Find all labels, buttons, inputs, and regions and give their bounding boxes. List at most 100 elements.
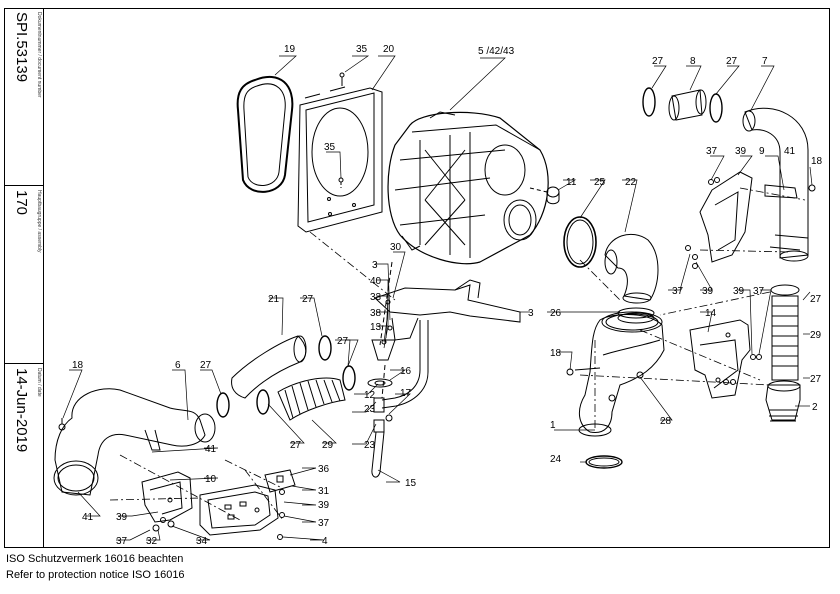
- part-12-washer: [367, 378, 393, 388]
- callout-1: 1: [550, 420, 556, 431]
- callout-23-upper: 23: [364, 404, 376, 415]
- callout-39-lower: 39: [318, 500, 330, 511]
- callout-27-right-lower: 27: [810, 374, 822, 385]
- document-number-cell: Dokumentnummer / document number SPI.531…: [4, 8, 44, 186]
- callout-2: 2: [812, 402, 818, 413]
- callout-29-left: 29: [322, 440, 334, 451]
- part-8-sleeve: [668, 89, 707, 121]
- drawing-frame: [4, 8, 830, 548]
- callout-7: 7: [762, 56, 768, 67]
- callout-39-left: 39: [116, 512, 128, 523]
- title-block: Dokumentnummer / document number SPI.531…: [4, 8, 44, 548]
- part-16-funnel: [371, 339, 396, 361]
- callout-numbers: 19 35 20 5 /42/43 35 27 8 27 7 37 39 9 4…: [72, 44, 823, 547]
- part-14-bracket: [689, 319, 751, 399]
- part-4-mounting-plate: [199, 484, 279, 536]
- callout-41-upper: 41: [784, 146, 796, 157]
- callout-34: 34: [196, 536, 208, 547]
- callout-5-42-43: 5 /42/43: [478, 46, 515, 57]
- part-21-hose: [231, 335, 307, 399]
- callout-10: 10: [205, 474, 217, 485]
- callout-18-left: 18: [72, 360, 84, 371]
- callout-13: 13: [370, 322, 382, 333]
- protection-notice-english: Refer to protection notice ISO 16016: [6, 569, 185, 581]
- assembly-center-lines: [109, 187, 806, 521]
- callout-33: 33: [370, 292, 382, 303]
- part-7-intake-pipe: [742, 107, 809, 262]
- callout-37-left: 37: [116, 536, 128, 547]
- callout-40: 40: [370, 276, 382, 287]
- callout-41-mid: 41: [205, 444, 217, 455]
- callout-27-hose-b: 27: [337, 336, 349, 347]
- callout-29-right: 29: [810, 330, 822, 341]
- part-5-air-filter-housing: [387, 111, 549, 265]
- part-36-plate: [264, 469, 296, 493]
- part-17-screw: [385, 414, 393, 422]
- part-23-clips: [373, 397, 385, 433]
- part-6-intake-elbow: [53, 388, 216, 496]
- callout-19: 19: [284, 44, 296, 55]
- part-29-bellows-left: [277, 377, 346, 421]
- callout-22: 22: [625, 177, 637, 188]
- callout-26: 26: [550, 308, 562, 319]
- assembly-cell: Hauptbaugruppe / assembly 170: [4, 186, 44, 364]
- callout-28: 28: [660, 416, 672, 427]
- callout-35-mid: 35: [324, 142, 336, 153]
- callout-37-mid: 37: [672, 286, 684, 297]
- callout-16: 16: [400, 366, 412, 377]
- callout-30: 30: [390, 242, 402, 253]
- protection-notice-german: ISO Schutzvermerk 16016 beachten: [6, 553, 184, 565]
- part-11-fitting: [546, 186, 560, 205]
- callout-14: 14: [705, 308, 717, 319]
- part-1-intake-housing: [574, 311, 665, 437]
- callout-32: 32: [146, 536, 158, 547]
- callout-4: 4: [322, 536, 328, 547]
- part-29-bellows-right: [770, 284, 800, 381]
- callout-27-left: 27: [200, 360, 212, 371]
- callout-39-mid: 39: [702, 286, 714, 297]
- callout-41-left: 41: [82, 512, 94, 523]
- callout-39-upper: 39: [735, 146, 747, 157]
- callout-3-upper: 3: [372, 260, 378, 271]
- callout-20: 20: [383, 44, 395, 55]
- part-24-clamp: [585, 455, 623, 469]
- part-25-clamp-ring: [563, 216, 597, 268]
- callout-27-hose-a: 27: [302, 294, 314, 305]
- part-10-bracket: [141, 471, 193, 523]
- part-27-clamps-top: [642, 87, 723, 123]
- callout-31: 31: [318, 486, 330, 497]
- callout-17: 17: [400, 388, 412, 399]
- callout-37-upper: 37: [706, 146, 718, 157]
- callout-9: 9: [759, 146, 765, 157]
- callout-11: 11: [566, 177, 577, 188]
- callout-27-right-upper: 27: [810, 294, 822, 305]
- part-19-gasket-ring: [236, 75, 294, 193]
- callout-15: 15: [405, 478, 417, 489]
- callout-24: 24: [550, 454, 562, 465]
- callout-38: 38: [370, 308, 382, 319]
- part-20-bracket-plate: [297, 72, 383, 233]
- callout-37-lower: 37: [318, 518, 330, 529]
- callout-18-right: 18: [811, 156, 823, 167]
- callout-36: 36: [318, 464, 330, 475]
- callout-35-top: 35: [356, 44, 368, 55]
- part-22-elbow-hose: [604, 233, 659, 304]
- callout-27-lower: 27: [290, 440, 302, 451]
- part-9-bracket: [699, 171, 801, 263]
- callout-27-top-right: 27: [726, 56, 738, 67]
- callout-6: 6: [175, 360, 181, 371]
- part-2-filter-element: [765, 380, 801, 422]
- callout-37-right: 37: [753, 286, 765, 297]
- callout-3-right: 3: [528, 308, 534, 319]
- callout-21: 21: [268, 294, 280, 305]
- part-27-clamps-left: [216, 335, 356, 418]
- callout-27-top-left: 27: [652, 56, 664, 67]
- callout-12: 12: [364, 390, 376, 401]
- callout-leaders: [62, 55, 813, 541]
- callout-23-lower: 23: [364, 440, 376, 451]
- part-15-drain-hose: [371, 431, 385, 478]
- callout-8: 8: [690, 56, 696, 67]
- callout-18-mid: 18: [550, 348, 562, 359]
